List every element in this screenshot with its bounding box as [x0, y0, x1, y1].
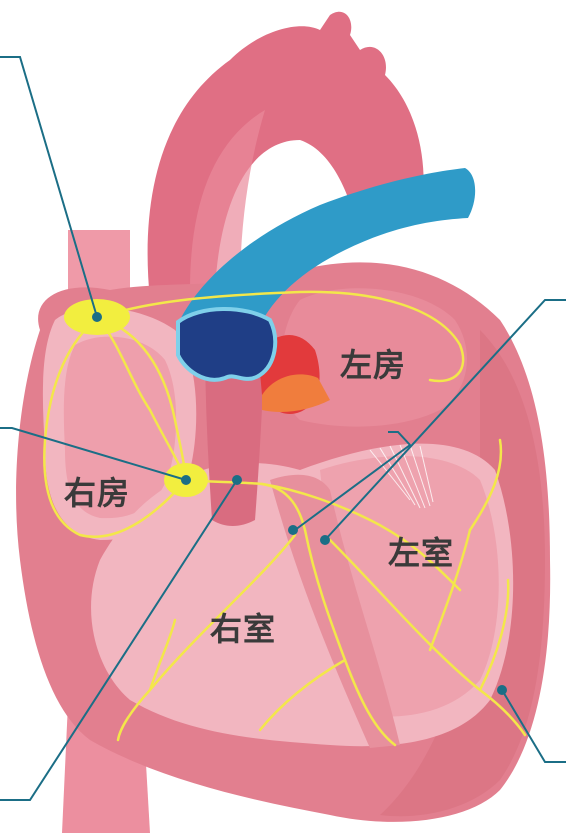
leader-dot-right-branch [288, 525, 298, 535]
leader-dot-sa-node [92, 312, 102, 322]
label-right-atrium: 右房 [64, 468, 130, 514]
leader-dot-purkinje [497, 685, 507, 695]
pulmonary-artery-opening [178, 309, 275, 380]
label-left-atrium: 左房 [340, 340, 406, 386]
leader-dot-his-bundle [232, 475, 242, 485]
leader-dot-av-node [181, 475, 191, 485]
label-left-ventricle: 左室 [388, 528, 454, 574]
label-right-ventricle: 右室 [210, 604, 276, 650]
leader-dot-left-branch [320, 535, 330, 545]
